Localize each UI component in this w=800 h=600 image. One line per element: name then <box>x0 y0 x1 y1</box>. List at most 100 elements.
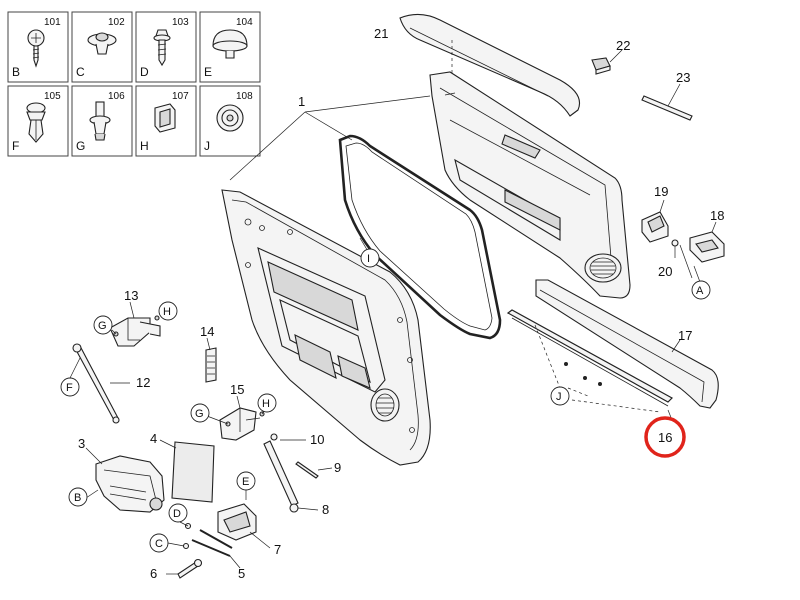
callout-letter: B <box>74 492 81 504</box>
callout-letter: I <box>367 253 370 265</box>
callout-B[interactable]: B <box>68 487 88 507</box>
label-8: 8 <box>322 502 329 517</box>
label-16: 16 <box>658 430 672 445</box>
legend-cell-101[interactable]: 101 B <box>7 11 69 83</box>
legend-number: 101 <box>44 17 61 28</box>
stud-clip-icon <box>89 101 111 141</box>
tapping-screw-icon <box>27 29 45 68</box>
callout-letter: G <box>98 320 107 332</box>
legend-cell-103[interactable]: 103 D <box>135 11 197 83</box>
part-6-bolt[interactable] <box>177 558 203 579</box>
legend-letter: J <box>204 139 210 153</box>
part-4-service-hole-cover[interactable] <box>171 441 215 503</box>
callout-letter: H <box>262 398 270 410</box>
grommet-icon <box>216 104 244 132</box>
label-7: 7 <box>274 542 281 557</box>
part-12-check-link[interactable] <box>72 343 120 424</box>
label-10: 10 <box>310 432 324 447</box>
label-12: 12 <box>136 375 150 390</box>
callout-E[interactable]: E <box>236 471 256 491</box>
fastener-legend: 101 B 102 C 103 D <box>7 11 261 157</box>
label-23: 23 <box>676 70 690 85</box>
legend-number: 105 <box>44 91 61 102</box>
callout-I[interactable]: I <box>360 248 380 268</box>
label-6: 6 <box>150 566 157 581</box>
part-7-door-latch[interactable] <box>199 503 257 549</box>
part-23-molding[interactable] <box>641 95 693 121</box>
part-14-striker[interactable] <box>205 347 217 383</box>
legend-cell-102[interactable]: 102 C <box>71 11 133 83</box>
label-19: 19 <box>654 184 668 199</box>
legend-letter: E <box>204 65 212 79</box>
callout-D[interactable]: D <box>168 503 188 523</box>
label-18: 18 <box>710 208 724 223</box>
flange-bolt-icon <box>153 29 171 67</box>
label-4: 4 <box>150 431 157 446</box>
part-number-labels: 1 3 4 5 6 7 8 9 10 12 13 14 15 16 17 18 … <box>78 26 724 581</box>
label-17: 17 <box>678 328 692 343</box>
callout-J[interactable]: J <box>550 386 570 406</box>
legend-number: 103 <box>172 17 189 28</box>
callout-H-lower[interactable]: H <box>257 393 277 413</box>
callout-letter: A <box>696 285 704 297</box>
label-15: 15 <box>230 382 244 397</box>
label-14: 14 <box>200 324 214 339</box>
callout-letter: C <box>155 538 163 550</box>
part-19-bracket[interactable] <box>641 211 669 243</box>
legend-number: 107 <box>172 91 189 102</box>
door-inner-panel[interactable] <box>221 189 431 466</box>
part-22-clip[interactable] <box>591 57 611 75</box>
callout-C[interactable]: C <box>149 533 169 553</box>
label-5: 5 <box>238 566 245 581</box>
label-3: 3 <box>78 436 85 451</box>
callout-letter: J <box>556 391 562 403</box>
callout-H-upper[interactable]: H <box>158 301 178 321</box>
label-9: 9 <box>334 460 341 475</box>
legend-letter: C <box>76 65 85 79</box>
part-17-lower-molding[interactable] <box>535 279 719 409</box>
part-18-handle-cover[interactable] <box>689 231 725 263</box>
callout-letter: G <box>195 408 204 420</box>
legend-letter: B <box>12 65 20 79</box>
callout-G-upper[interactable]: G <box>93 315 113 335</box>
legend-cell-107[interactable]: 107 H <box>135 85 197 157</box>
legend-cell-108[interactable]: 108 J <box>199 85 261 157</box>
part-20-screw[interactable] <box>671 239 679 247</box>
callout-letter: D <box>173 508 181 520</box>
part-3-window-motor[interactable] <box>95 455 165 513</box>
label-21: 21 <box>374 26 388 41</box>
cap-plug-icon <box>212 29 248 59</box>
label-22: 22 <box>616 38 630 53</box>
part-9-pin[interactable] <box>295 461 319 479</box>
label-20: 20 <box>658 264 672 279</box>
highlight-circle <box>644 416 686 458</box>
callout-F[interactable]: F <box>60 377 80 397</box>
legend-number: 108 <box>236 91 253 102</box>
retainer-clip-icon <box>154 103 176 133</box>
label-13: 13 <box>124 288 138 303</box>
legend-letter: H <box>140 139 149 153</box>
legend-letter: F <box>12 139 19 153</box>
part-21-upper-trim[interactable] <box>399 13 581 117</box>
part-10-bolt[interactable] <box>263 433 299 513</box>
part-13-upper-hinge[interactable] <box>109 317 161 347</box>
clip-nut-icon <box>87 32 117 55</box>
callout-letter: H <box>163 306 171 318</box>
legend-number: 104 <box>236 17 253 28</box>
callout-G-lower[interactable]: G <box>190 403 210 423</box>
fastener-callouts: I A J G H F G H <box>60 248 711 553</box>
door-trim-panel[interactable] <box>429 71 631 299</box>
legend-cell-105[interactable]: 105 F <box>7 85 69 157</box>
callout-A[interactable]: A <box>691 280 711 300</box>
callout-letter: E <box>242 476 249 488</box>
part-5-latch-rod[interactable] <box>191 539 231 557</box>
legend-letter: G <box>76 139 85 153</box>
legend-cell-104[interactable]: 104 E <box>199 11 261 83</box>
legend-cell-106[interactable]: 106 G <box>71 85 133 157</box>
legend-number: 106 <box>108 91 125 102</box>
push-clip-icon <box>26 102 46 143</box>
legend-letter: D <box>140 65 149 79</box>
legend-number: 102 <box>108 17 125 28</box>
callout-letter: F <box>66 382 73 394</box>
